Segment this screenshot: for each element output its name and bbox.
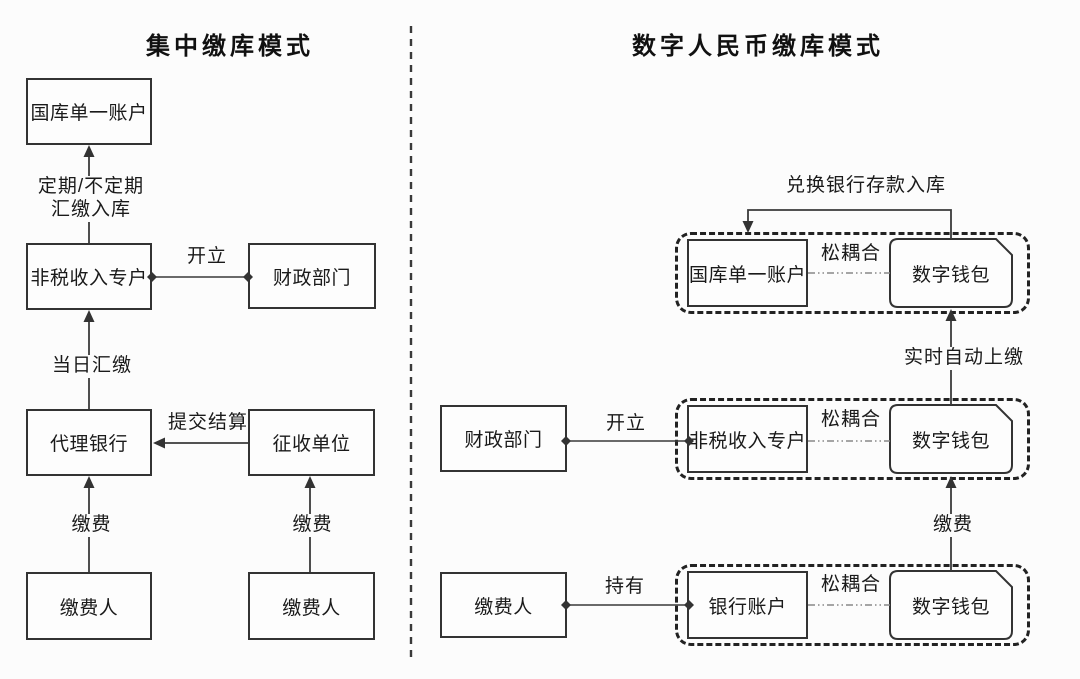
box-finance-department-right: 财政部门 <box>440 405 567 472</box>
arrowhead-left-submit-settlement <box>153 437 165 449</box>
box-agent-bank: 代理银行 <box>26 409 152 476</box>
label-pay-fee-left-1: 缴费 <box>32 514 151 537</box>
label-same-day-remit: 当日汇缴 <box>20 355 164 378</box>
label-loose-coupling-middle: 松耦合 <box>820 409 881 430</box>
arrowhead-up-pay-fee-left-1 <box>83 476 95 488</box>
box-collection-unit: 征收单位 <box>248 409 375 476</box>
label-pay-fee-right: 缴费 <box>901 514 1005 537</box>
arrowhead-up-same-day-remit <box>83 310 95 322</box>
arrowhead-up-pay-fee-left-2 <box>304 476 316 488</box>
wallet-label-top: 数字钱包 <box>911 264 990 286</box>
box-treasury-single-account-left: 国库单一账户 <box>26 78 152 145</box>
box-nontax-special-account-right: 非税收入专户 <box>687 405 808 473</box>
label-open-account-right: 开立 <box>605 413 646 434</box>
loose-coupling-container-middle <box>675 398 1030 480</box>
label-pay-fee-left-2: 缴费 <box>253 514 372 537</box>
label-realtime-auto-remit: 实时自动上缴 <box>882 347 1046 370</box>
right-panel-title: 数字人民币缴库模式 <box>632 33 884 60</box>
box-payer-left-2: 缴费人 <box>248 572 375 640</box>
label-open-account-left: 开立 <box>186 246 227 267</box>
box-payer-left-1: 缴费人 <box>26 572 152 640</box>
label-hold: 持有 <box>604 576 645 597</box>
left-panel-title: 集中缴库模式 <box>146 33 314 60</box>
wallet-label-middle: 数字钱包 <box>911 430 990 452</box>
arrowhead-up-periodic-remit <box>83 145 95 157</box>
label-exchange-bank-deposit: 兑换银行存款入库 <box>785 175 946 196</box>
label-loose-coupling-bottom: 松耦合 <box>820 574 881 595</box>
label-submit-settlement: 提交结算 <box>167 412 248 433</box>
box-payer-right: 缴费人 <box>440 572 567 638</box>
box-treasury-single-account-right: 国库单一账户 <box>687 239 808 307</box>
label-periodic-remit: 定期/不定期 汇缴入库 <box>19 176 163 222</box>
box-nontax-special-account-left: 非税收入专户 <box>26 243 152 310</box>
box-finance-department-left: 财政部门 <box>248 243 376 309</box>
box-bank-account: 银行账户 <box>687 571 808 639</box>
label-loose-coupling-top: 松耦合 <box>820 243 881 264</box>
wallet-label-bottom: 数字钱包 <box>911 596 990 618</box>
